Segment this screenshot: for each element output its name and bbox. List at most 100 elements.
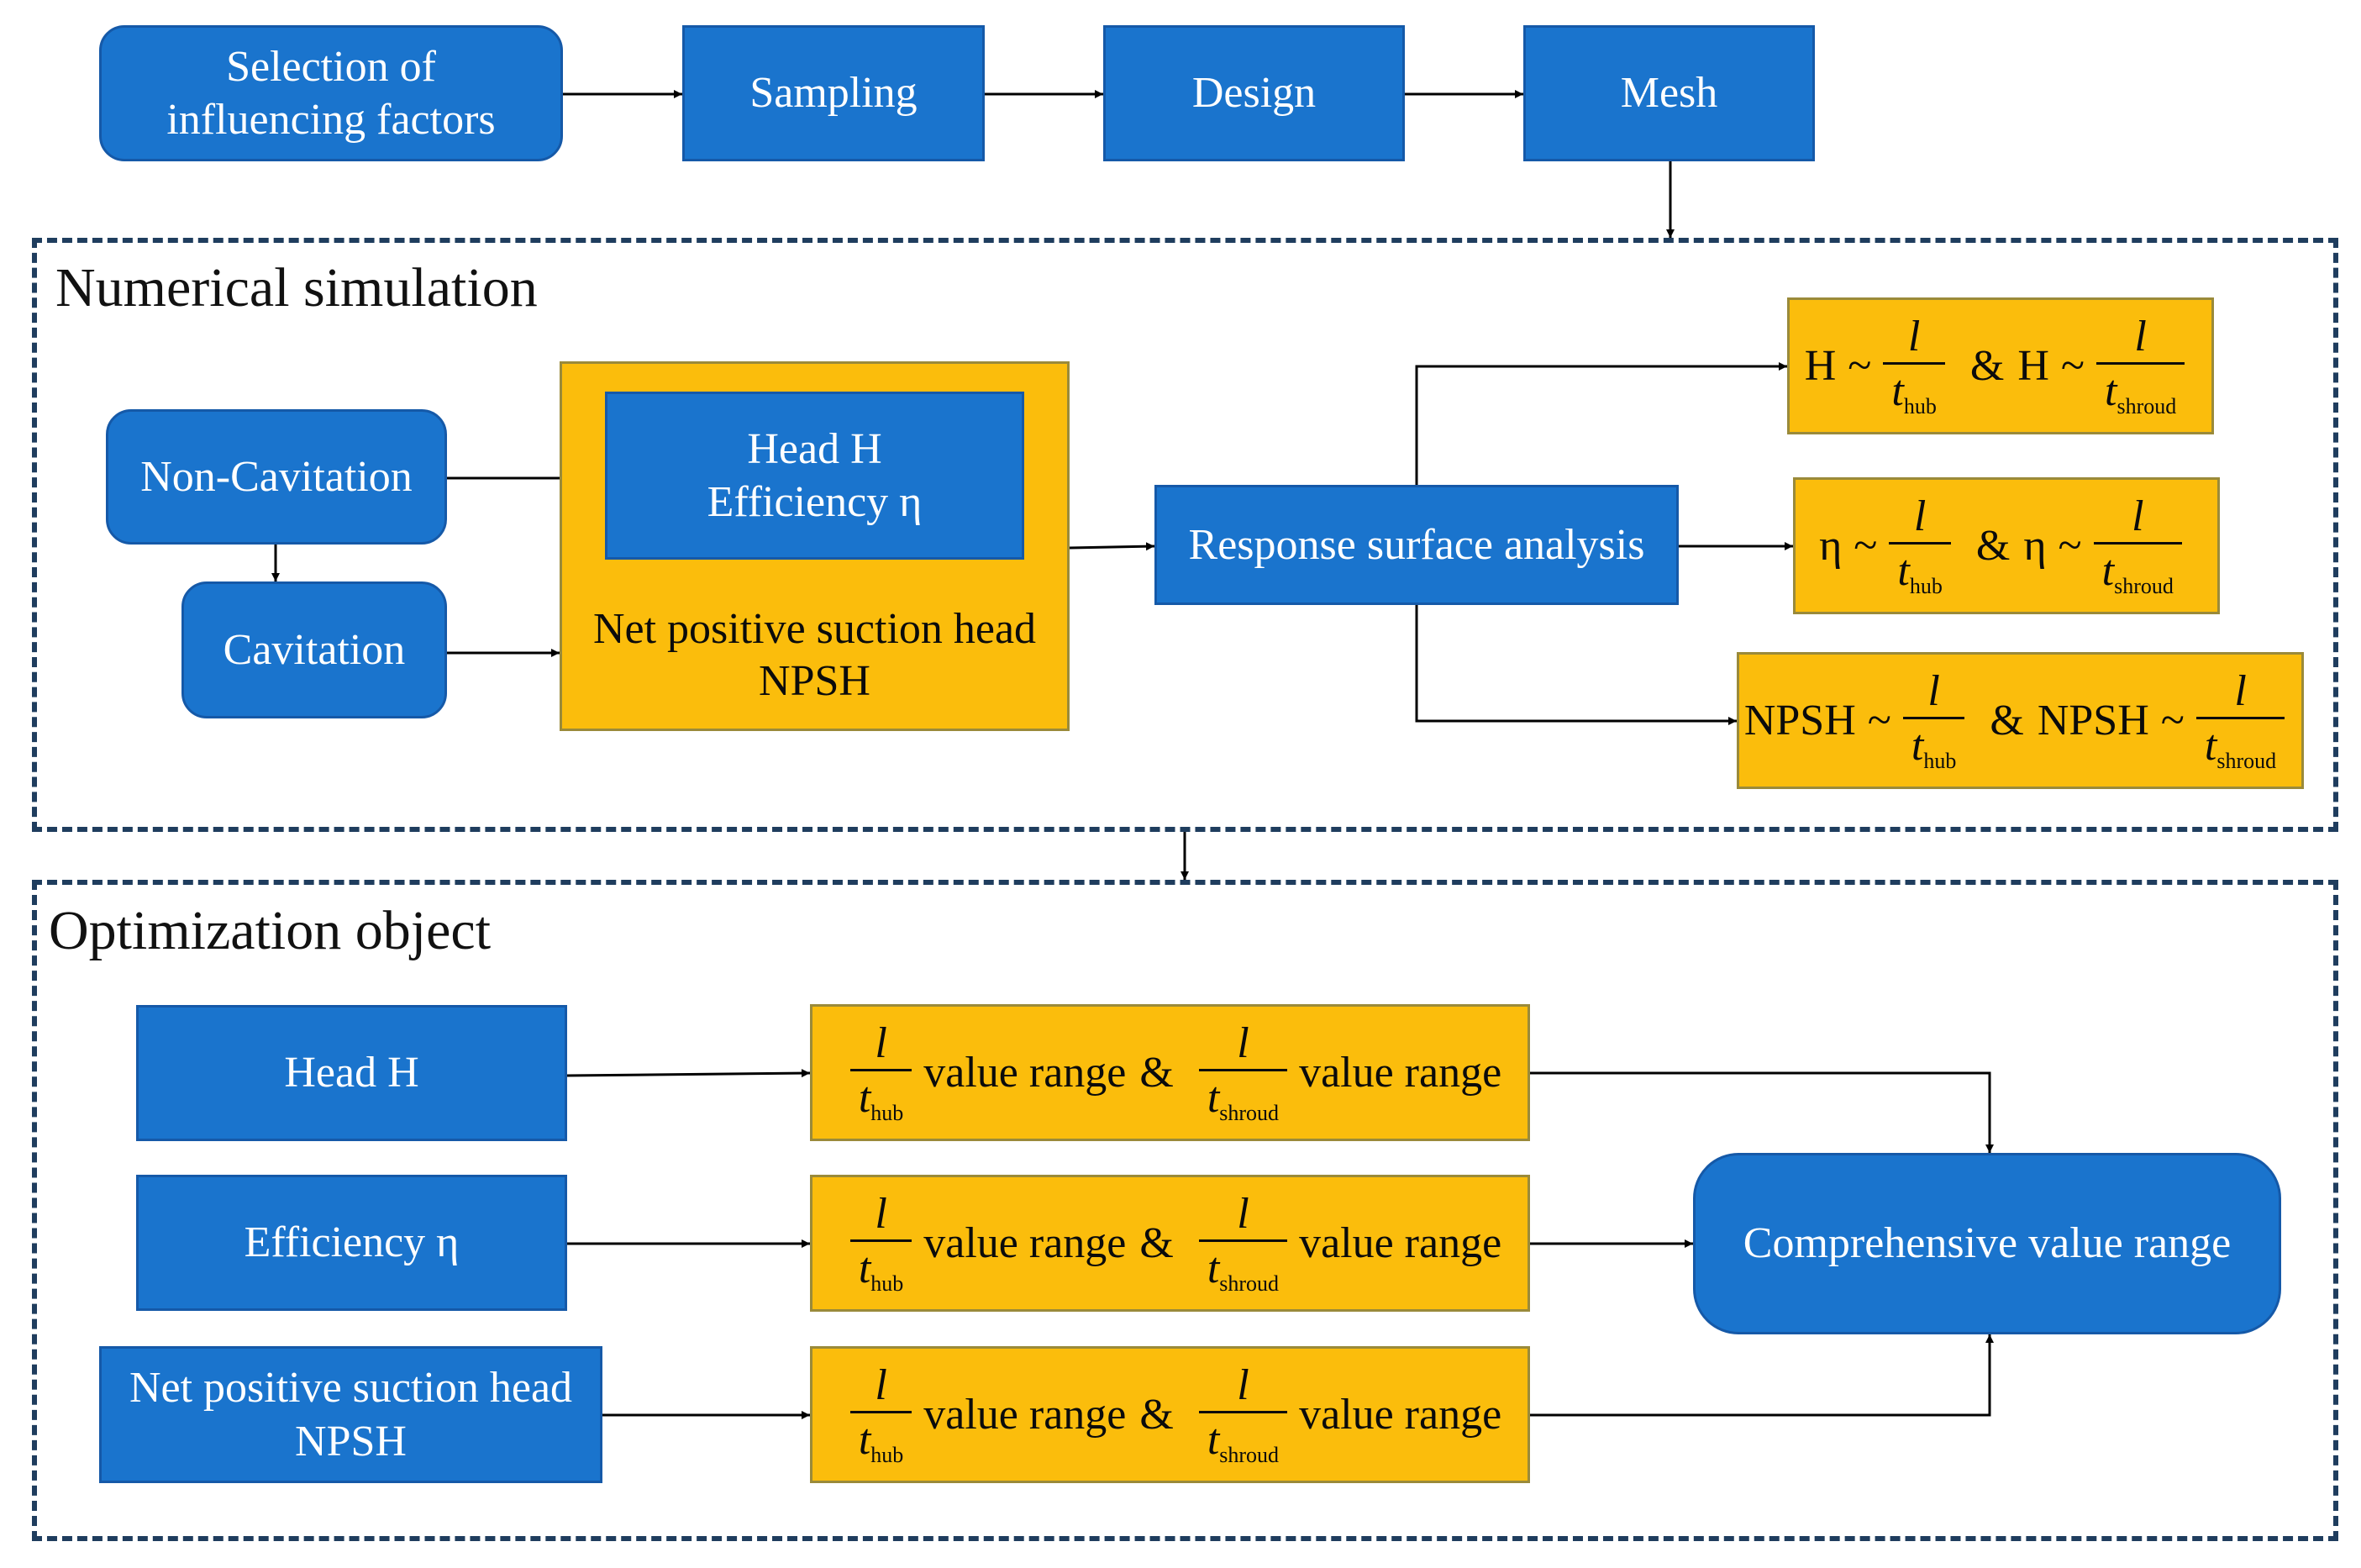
denominator: thub — [1883, 361, 1945, 418]
npsh-value-range-box: l thub value range & l tshroud value ran… — [810, 1346, 1530, 1483]
npsh-box: Net positive suction head NPSH — [99, 1346, 602, 1483]
value-range-label: value range — [1299, 1048, 1502, 1097]
selection-line-2: influencing factors — [166, 96, 496, 144]
denominator: tshroud — [1198, 1239, 1288, 1296]
value-range-label: value range — [923, 1048, 1127, 1097]
den-var: t — [1207, 1244, 1220, 1292]
l-over-t-shroud: l tshroud — [1198, 1019, 1288, 1125]
optimization-title: Optimization object — [49, 900, 492, 961]
value-range-label: value range — [1299, 1218, 1502, 1267]
numerator: l — [2132, 492, 2144, 541]
efficiency-value-range-box: l thub value range & l tshroud value ran… — [810, 1175, 1530, 1312]
optimization-frame — [32, 880, 2338, 1541]
ampersand: & — [1139, 1390, 1174, 1439]
sub-shroud: shroud — [1219, 1271, 1280, 1296]
npsh-symbol: NPSH — [1743, 696, 1856, 745]
response-surface-box: Response surface analysis — [1154, 485, 1679, 605]
numerator: l — [1927, 667, 1940, 716]
head-efficiency-box: Head H Efficiency η — [605, 392, 1024, 560]
numerator: l — [875, 1361, 887, 1410]
sampling-box: Sampling — [682, 25, 985, 161]
sub-hub: hub — [870, 1271, 904, 1296]
head-relation-box: H ~ l thub & H ~ l tshroud — [1787, 297, 2214, 434]
npsh-label: NPSH — [759, 657, 870, 705]
den-var: t — [2204, 721, 2217, 770]
eta-symbol: η — [1819, 521, 1843, 570]
npsh-label: NPSH — [295, 1417, 407, 1465]
l-over-t-shroud: l tshroud — [1198, 1190, 1288, 1296]
sub-shroud: shroud — [1219, 1442, 1280, 1467]
denominator: thub — [849, 1068, 912, 1124]
sub-shroud: shroud — [2116, 393, 2177, 418]
tilde: ~ — [2060, 341, 2085, 390]
l-over-t-hub: l thub — [1889, 492, 1951, 598]
den-var: t — [858, 1244, 871, 1292]
selection-line-1: Selection of — [226, 42, 436, 91]
l-over-t-hub: l thub — [849, 1190, 912, 1296]
denominator: tshroud — [1198, 1410, 1288, 1467]
ampersand: & — [1990, 696, 2024, 745]
denominator: thub — [849, 1410, 912, 1467]
denominator: thub — [1889, 541, 1951, 598]
tilde: ~ — [1848, 341, 1872, 390]
numerator: l — [1237, 1190, 1249, 1239]
eta-symbol: η — [2023, 521, 2047, 570]
den-var: t — [1911, 721, 1924, 770]
ampersand: & — [1139, 1218, 1174, 1267]
denominator: thub — [849, 1239, 912, 1296]
ampersand: & — [1969, 341, 2005, 390]
sub-hub: hub — [1909, 573, 1943, 598]
sub-shroud: shroud — [2216, 748, 2277, 773]
numerator: l — [1907, 313, 1921, 361]
arrow-head-to-range — [566, 1069, 811, 1078]
l-over-t-hub: l thub — [849, 1361, 912, 1467]
arrow-range1-to-comprehensive — [1530, 1071, 1994, 1153]
cavitation-box: Cavitation — [181, 581, 447, 718]
npsh-symbol: NPSH — [2037, 696, 2149, 745]
sub-hub: hub — [1923, 748, 1957, 773]
denominator: tshroud — [2195, 716, 2285, 773]
value-range-label: value range — [923, 1390, 1127, 1439]
numerator: l — [1913, 492, 1927, 541]
sub-hub: hub — [870, 1442, 904, 1467]
l-over-t-shroud: l tshroud — [2096, 314, 2185, 418]
ampersand: & — [1139, 1048, 1174, 1097]
den-var: t — [1897, 546, 1910, 595]
efficiency-box: Efficiency η — [136, 1175, 567, 1311]
efficiency-relation-box: η ~ l thub & η ~ l tshroud — [1793, 477, 2220, 614]
arrow-range3-to-comprehensive — [1530, 1334, 1994, 1417]
denominator: tshroud — [1198, 1068, 1288, 1125]
npsh-name: Net positive suction head — [592, 605, 1037, 653]
numerator: l — [875, 1190, 887, 1239]
design-box: Design — [1103, 25, 1405, 161]
head-box: Head H — [136, 1005, 567, 1141]
l-over-t-shroud: l tshroud — [1198, 1361, 1288, 1467]
npsh-relation-box: NPSH ~ l thub & NPSH ~ l tshroud — [1737, 652, 2304, 789]
numerator: l — [875, 1019, 887, 1068]
sub-shroud: shroud — [1219, 1100, 1280, 1125]
arrow-rsa-to-h — [1415, 362, 1787, 485]
head-value-range-box: l thub value range & l tshroud value ran… — [810, 1004, 1530, 1141]
arrow-rsa-to-npsh — [1415, 605, 1737, 725]
numerator: l — [2234, 667, 2247, 716]
den-var: t — [2105, 366, 2117, 415]
arrow-yellow-to-rsa — [1069, 542, 1155, 551]
value-range-label: value range — [923, 1218, 1127, 1267]
l-over-t-hub: l thub — [1883, 313, 1945, 418]
numerator: l — [1237, 1361, 1249, 1410]
den-var: t — [858, 1415, 871, 1464]
numerator: l — [1237, 1019, 1249, 1068]
l-over-t-hub: l thub — [1902, 667, 1965, 773]
den-var: t — [1891, 366, 1904, 415]
selection-box: Selection of influencing factors — [99, 25, 563, 161]
head-symbol: H — [2017, 341, 2049, 390]
sub-hub: hub — [1903, 393, 1937, 418]
denominator: tshroud — [2096, 361, 2185, 418]
l-over-t-shroud: l tshroud — [2093, 492, 2182, 597]
tilde: ~ — [2160, 696, 2185, 745]
simulation-frame — [32, 238, 2338, 832]
ampersand: & — [1975, 521, 2011, 570]
l-over-t-hub: l thub — [849, 1019, 912, 1124]
head-label: Head H — [747, 424, 882, 473]
